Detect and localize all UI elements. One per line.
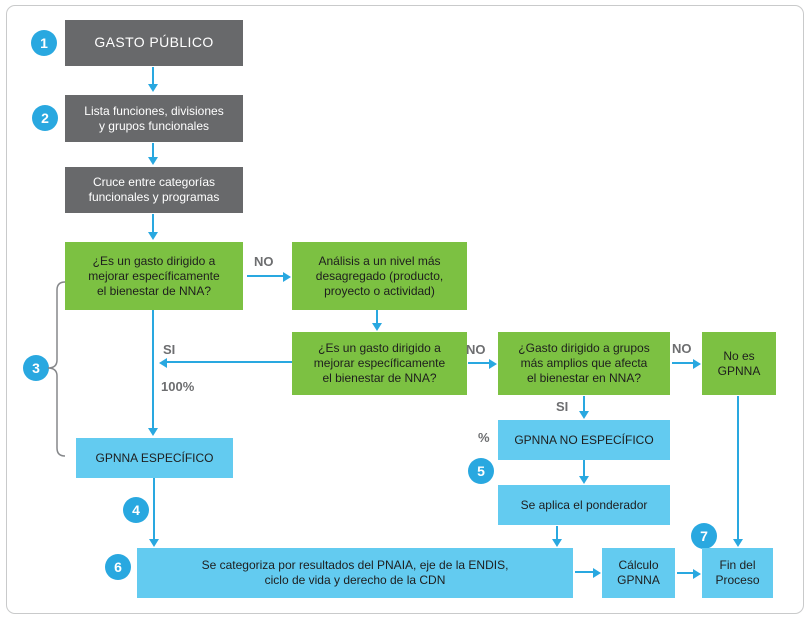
arrowhead-categoriza-to-calculo: [593, 568, 601, 578]
arrowhead-ponderador-to-categoriza: [552, 539, 562, 547]
step-badge-4: 4: [123, 497, 149, 523]
arrow-categoriza-to-calculo: [575, 571, 594, 573]
label-100-percent: 100%: [161, 379, 195, 394]
arrowhead-decision1-to-gpnna-especifico: [148, 428, 158, 436]
arrow-cruce-to-decision1: [152, 214, 154, 233]
arrow-si-to-gpnna-no-especifico: [583, 396, 585, 412]
box-categoriza-resultados: Se categoriza por resultados del PNAIA, …: [137, 548, 573, 598]
step-badge-1: 1: [31, 30, 57, 56]
arrowhead-si-decision2-to-left: [159, 358, 167, 368]
box-analisis-desagregado: Análisis a un nivel más desagregado (pro…: [292, 242, 467, 310]
step3-brace: [47, 281, 66, 457]
box-fin-proceso: Fin del Proceso: [702, 548, 773, 598]
box-no-es-gpnna: No es GPNNA: [702, 332, 776, 395]
step-badge-3: 3: [23, 355, 49, 381]
arrow-no2-to-grupos: [468, 362, 489, 364]
arrow-no-es-gpnna-to-fin: [737, 396, 739, 540]
step-badge-2: 2: [32, 105, 58, 131]
arrow-no3-to-no-es-gpnna: [672, 362, 693, 364]
arrow-ponderador-to-categoriza: [556, 526, 558, 540]
step-badge-6: 6: [105, 554, 131, 580]
box-decision-especifico-1: ¿Es un gasto dirigido a mejorar específi…: [65, 242, 243, 310]
arrowhead-cruce-to-decision1: [148, 232, 158, 240]
box-decision-grupos-amplios: ¿Gasto dirigido a grupos más amplios que…: [498, 332, 670, 395]
arrow-gpnna-especifico-to-categoriza: [153, 478, 155, 540]
box-gpnna-no-especifico: GPNNA NO ESPECÍFICO: [498, 420, 670, 460]
arrow-gasto-to-lista: [152, 67, 154, 85]
arrowhead-calculo-to-fin: [693, 569, 701, 579]
label-no-3: NO: [672, 341, 692, 356]
arrowhead-no3-to-no-es-gpnna: [693, 359, 701, 369]
arrow-to-ponderador: [583, 460, 585, 477]
step-badge-5: 5: [468, 458, 494, 484]
label-si-right: SI: [556, 399, 569, 414]
box-cruce-categorias: Cruce entre categorías funcionales y pro…: [65, 167, 243, 213]
arrowhead-no-es-gpnna-to-fin: [733, 539, 743, 547]
step-badge-7: 7: [691, 523, 717, 549]
arrow-calculo-to-fin: [677, 572, 694, 574]
arrowhead-gasto-to-lista: [148, 84, 158, 92]
box-calculo-gpnna: Cálculo GPNNA: [602, 548, 675, 598]
label-si-left: SI: [163, 342, 176, 357]
arrowhead-no1-to-analisis: [283, 272, 291, 282]
box-lista-funciones: Lista funciones, divisiones y grupos fun…: [65, 95, 243, 142]
arrowhead-no2-to-grupos: [489, 359, 497, 369]
box-gasto-publico: GASTO PÚBLICO: [65, 20, 243, 66]
arrowhead-lista-to-cruce: [148, 157, 158, 165]
arrowhead-si-to-gpnna-no-especifico: [579, 411, 589, 419]
label-no-1: NO: [254, 254, 274, 269]
arrow-lista-to-cruce: [152, 143, 154, 158]
box-decision-especifico-2: ¿Es un gasto dirigido a mejorar específi…: [292, 332, 467, 395]
box-gpnna-especifico: GPNNA ESPECÍFICO: [76, 438, 233, 478]
arrowhead-to-ponderador: [579, 476, 589, 484]
arrow-si-decision2-to-left: [167, 361, 292, 363]
arrow-decision1-to-gpnna-especifico: [152, 310, 154, 429]
label-percent: %: [478, 430, 490, 445]
arrowhead-gpnna-especifico-to-categoriza: [149, 539, 159, 547]
arrow-analisis-to-decision2: [376, 310, 378, 324]
label-no-2: NO: [466, 342, 486, 357]
box-se-aplica-ponderador: Se aplica el ponderador: [498, 485, 670, 525]
arrowhead-analisis-to-decision2: [372, 323, 382, 331]
arrow-no1-to-analisis: [247, 275, 283, 277]
